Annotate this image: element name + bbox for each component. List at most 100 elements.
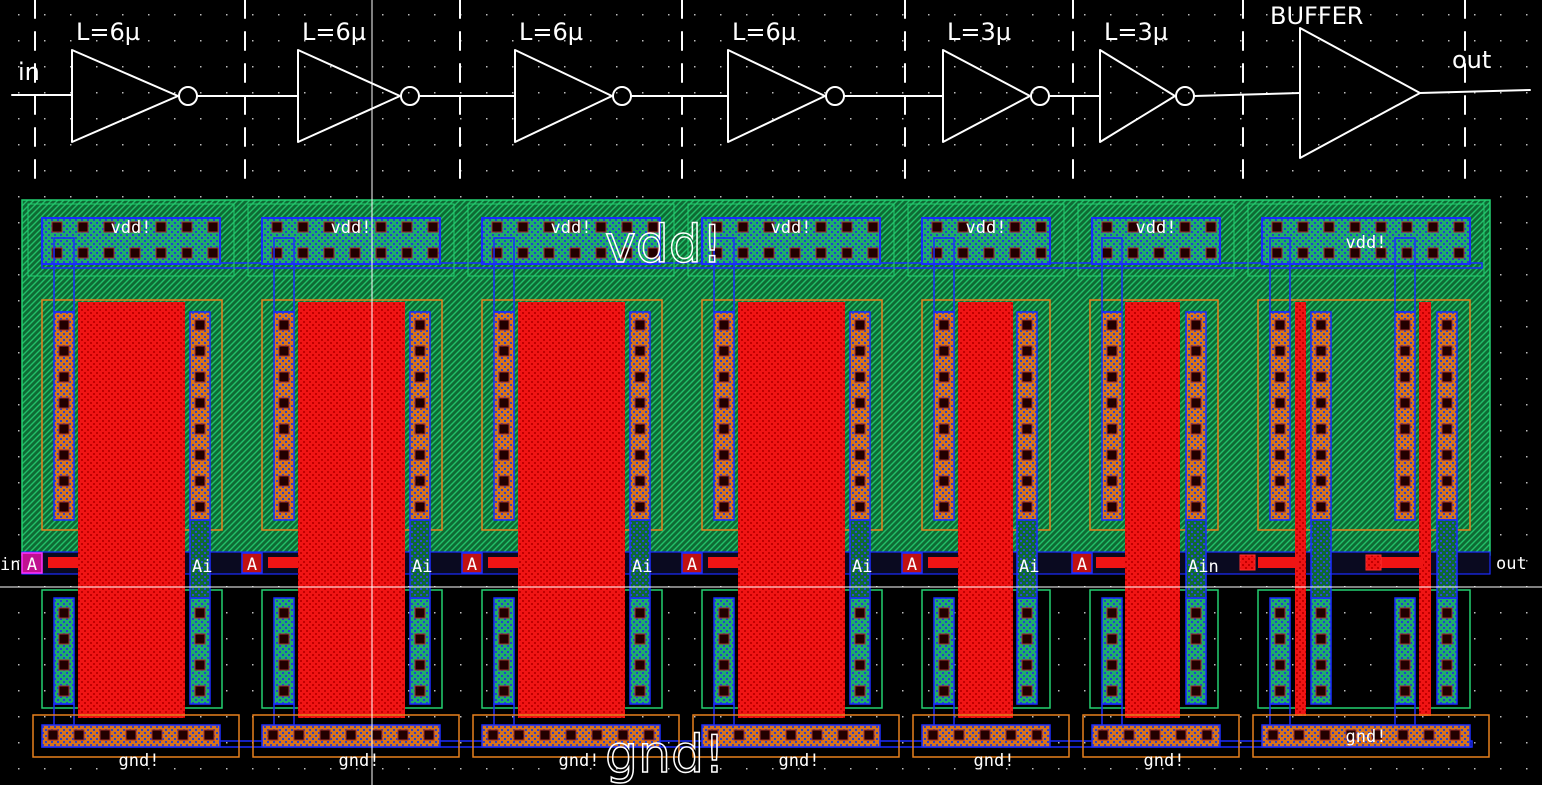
grid-dot bbox=[1526, 716, 1528, 718]
grid-dot bbox=[876, 690, 878, 692]
grid-dot bbox=[122, 40, 124, 42]
grid-dot bbox=[1188, 170, 1190, 172]
contact bbox=[1399, 345, 1411, 357]
grid-dot bbox=[616, 170, 618, 172]
contact bbox=[634, 633, 646, 645]
contact bbox=[867, 247, 879, 259]
inverter-cell-3[interactable] bbox=[461, 203, 680, 758]
poly-gate-finger bbox=[1419, 302, 1431, 716]
contact bbox=[1190, 397, 1202, 409]
grid-dot bbox=[512, 118, 514, 120]
output-strap bbox=[1016, 519, 1038, 599]
grid-dot bbox=[226, 118, 228, 120]
input-pin[interactable] bbox=[461, 552, 483, 574]
grid-dot bbox=[330, 768, 332, 770]
contact bbox=[129, 221, 141, 233]
grid-dot bbox=[1370, 14, 1372, 16]
grid-dot bbox=[122, 118, 124, 120]
grid-dot bbox=[720, 40, 722, 42]
output-pin-label: out bbox=[1496, 554, 1527, 574]
contact bbox=[73, 729, 85, 741]
contact bbox=[207, 247, 219, 259]
pmos-pdiff-outline bbox=[1257, 299, 1471, 531]
grid-dot bbox=[1136, 66, 1138, 68]
grid-dot bbox=[1240, 40, 1242, 42]
inverter-cell-5[interactable] bbox=[901, 203, 1070, 758]
contact bbox=[737, 221, 749, 233]
contact bbox=[1297, 247, 1309, 259]
input-pin[interactable] bbox=[1071, 552, 1093, 574]
grid-dot bbox=[122, 196, 124, 198]
contact bbox=[1293, 729, 1305, 741]
poly-gate bbox=[78, 302, 185, 718]
grid-dot bbox=[720, 768, 722, 770]
grid-dot bbox=[1058, 768, 1060, 770]
grid-dot bbox=[1162, 118, 1164, 120]
grid-dot bbox=[70, 196, 72, 198]
inverter-bubble bbox=[400, 86, 420, 106]
input-pin[interactable] bbox=[681, 552, 703, 574]
gnd-label: gnd! bbox=[1144, 751, 1185, 771]
grid-dot bbox=[408, 196, 410, 198]
grid-dot bbox=[876, 612, 878, 614]
grid-dot bbox=[824, 118, 826, 120]
grid-dot bbox=[1318, 144, 1320, 146]
contact bbox=[1399, 371, 1411, 383]
poly-input-stub bbox=[1375, 557, 1423, 568]
grid-dot bbox=[278, 92, 280, 94]
grid-dot bbox=[1526, 274, 1528, 276]
inverter-cell-1[interactable] bbox=[21, 203, 240, 758]
grid-dot bbox=[382, 768, 384, 770]
grid-dot bbox=[330, 14, 332, 16]
poly-contact bbox=[1365, 554, 1382, 571]
contact bbox=[569, 221, 581, 233]
inverter-cell-4[interactable] bbox=[681, 203, 900, 758]
contact bbox=[1315, 633, 1327, 645]
grid-dot bbox=[18, 66, 20, 68]
grid-dot bbox=[304, 40, 306, 42]
grid-dot bbox=[460, 768, 462, 770]
grid-dot bbox=[954, 92, 956, 94]
grid-dot bbox=[70, 92, 72, 94]
inverter-cell-6[interactable] bbox=[1071, 203, 1240, 758]
contact bbox=[979, 729, 991, 741]
vdd-strap bbox=[713, 237, 735, 313]
inverter-cell-2[interactable] bbox=[241, 203, 460, 758]
grid-dot bbox=[980, 170, 982, 172]
grid-dot bbox=[694, 612, 696, 614]
contact bbox=[634, 685, 646, 697]
grid-dot bbox=[226, 170, 228, 172]
contact bbox=[194, 607, 206, 619]
grid-dot bbox=[642, 40, 644, 42]
grid-dot bbox=[18, 612, 20, 614]
contact bbox=[1427, 247, 1439, 259]
grid-dot bbox=[18, 196, 20, 198]
pmos-source-drain-strip bbox=[53, 311, 75, 521]
inverter-cell-7[interactable] bbox=[1239, 203, 1490, 758]
contact bbox=[854, 659, 866, 671]
contact bbox=[58, 397, 70, 409]
contact bbox=[498, 449, 510, 461]
grid-dot bbox=[720, 144, 722, 146]
contact bbox=[643, 729, 655, 741]
inverter-gate-symbol bbox=[1099, 49, 1176, 143]
grid-dot bbox=[1500, 456, 1502, 458]
grid-dot bbox=[1422, 14, 1424, 16]
grid-dot bbox=[278, 196, 280, 198]
input-pin[interactable] bbox=[901, 552, 923, 574]
grid-dot bbox=[668, 144, 670, 146]
grid-dot bbox=[226, 92, 228, 94]
grid-dot bbox=[1474, 92, 1476, 94]
input-pin[interactable] bbox=[241, 552, 263, 574]
vdd-strap bbox=[273, 237, 295, 313]
grid-dot bbox=[1370, 40, 1372, 42]
output-strap bbox=[1436, 519, 1458, 599]
input-pin[interactable] bbox=[21, 552, 43, 574]
contact bbox=[194, 633, 206, 645]
grid-dot bbox=[1526, 638, 1528, 640]
contact bbox=[278, 319, 290, 331]
stage-length-label: L=6µ bbox=[519, 18, 583, 46]
grid-dot bbox=[1266, 118, 1268, 120]
